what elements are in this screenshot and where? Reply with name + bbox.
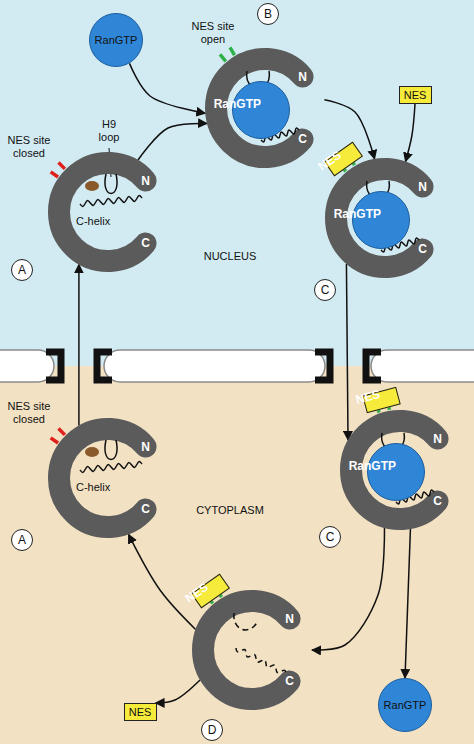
nes-box: NES <box>124 703 157 721</box>
state-badge: B <box>257 3 279 25</box>
terminus-label: C <box>298 133 307 146</box>
crescent-shape <box>48 418 168 538</box>
rangtp-circle: RanGTP <box>232 81 290 139</box>
exportin-crescent: NCNES <box>192 590 312 710</box>
c-helix <box>80 462 142 473</box>
terminus-label: N <box>141 174 150 187</box>
annotation-label: C-helix <box>76 481 136 494</box>
node-label: A <box>18 534 26 547</box>
terminus-label: N <box>141 440 150 453</box>
node-label: RanGTP <box>384 699 427 712</box>
nes-site-mark <box>51 172 58 177</box>
exportin-crescent: NC <box>48 152 168 272</box>
rangtp-circle: RanGTP <box>89 13 143 67</box>
annotation-label: NES site open <box>186 20 240 46</box>
annotation-label: NES site closed <box>3 134 55 160</box>
h9-loop <box>234 613 258 630</box>
nes-box: NES <box>399 86 432 104</box>
annotation-label: H9 loop <box>92 118 126 144</box>
node-label: A <box>18 264 26 277</box>
flow-arrow <box>312 528 384 650</box>
node-label: C <box>321 284 330 297</box>
node-label: RanGTP <box>95 34 138 47</box>
annotation-label: NES site closed <box>3 400 55 426</box>
c-helix <box>80 196 142 207</box>
nes-site-block <box>85 447 99 457</box>
nes-box: NES <box>362 387 400 413</box>
node-label: NES <box>354 388 381 407</box>
crescent-body <box>59 163 146 261</box>
rangtp-circle: RanGTP <box>352 191 410 249</box>
node-label: B <box>264 8 272 21</box>
rangtp-circle: RanGTP <box>378 678 432 732</box>
node-label: NES <box>316 148 344 173</box>
flow-arrow <box>138 123 207 160</box>
terminus-label: N <box>298 70 307 83</box>
exportin-crescent: N C RanGTP <box>205 48 325 168</box>
state-badge: C <box>319 526 341 548</box>
nuclear-envelope <box>104 350 325 382</box>
terminus-label: N <box>418 180 427 193</box>
nuclear-pore <box>46 352 61 380</box>
terminus-label: N <box>285 612 294 625</box>
state-badge: A <box>11 259 33 281</box>
nuclear-pore <box>97 352 112 380</box>
nuclear-pore <box>366 352 381 380</box>
crescent-body <box>59 429 146 527</box>
node-label: RanGTP <box>349 459 396 472</box>
flow-arrow <box>156 680 200 703</box>
nes-site-mark <box>220 54 226 61</box>
state-badge: A <box>11 529 33 551</box>
node-label: C <box>326 531 335 544</box>
h9-loop <box>105 440 117 460</box>
terminus-label: C <box>141 503 150 516</box>
nuclear-envelope <box>0 350 54 382</box>
flow-arrow <box>129 534 196 629</box>
nes-site-mark <box>230 47 235 55</box>
exportin-crescent: NCNESRanGTP <box>340 410 460 530</box>
terminus-label: C <box>141 237 150 250</box>
nes-site-mark <box>51 438 58 443</box>
node-label: NES <box>183 580 211 605</box>
c-helix <box>236 648 286 674</box>
nes-site-mark <box>59 163 65 169</box>
state-badge: D <box>201 719 223 741</box>
flow-arrow <box>346 264 348 440</box>
flow-arrow <box>405 529 410 678</box>
cytoplasm-region <box>0 366 474 744</box>
nes-site-block <box>85 181 99 191</box>
annotation-label: CYTOPLASM <box>170 504 290 517</box>
nuclear-pore <box>315 352 330 380</box>
exportin-crescent: NC <box>48 418 168 538</box>
flow-arrow <box>406 104 415 162</box>
node-label: RanGTP <box>214 97 261 110</box>
terminus-label: N <box>433 432 442 445</box>
nes-site-mark <box>59 429 65 435</box>
rangtp-circle: RanGTP <box>367 443 425 501</box>
node-label: NES <box>404 89 427 102</box>
flow-arrow <box>130 63 206 113</box>
crescent-shape <box>192 590 312 710</box>
node-label: D <box>208 724 217 737</box>
annotation-label: C-helix <box>76 215 136 228</box>
flow-arrow <box>78 264 80 425</box>
annotation-label: NUCLEUS <box>180 250 280 263</box>
crescent-body <box>203 601 290 699</box>
node-label: RanGTP <box>334 207 381 220</box>
terminus-label: C <box>285 675 294 688</box>
state-badge: C <box>314 279 336 301</box>
exportin-crescent: NCNESRanGTP <box>325 158 445 278</box>
node-label: NES <box>129 706 152 719</box>
terminus-label: C <box>433 495 442 508</box>
nuclear-envelope <box>371 350 474 382</box>
nucleus-region <box>0 0 474 366</box>
crescent-shape <box>48 152 168 272</box>
h9-loop <box>105 174 117 194</box>
terminus-label: C <box>418 243 427 256</box>
